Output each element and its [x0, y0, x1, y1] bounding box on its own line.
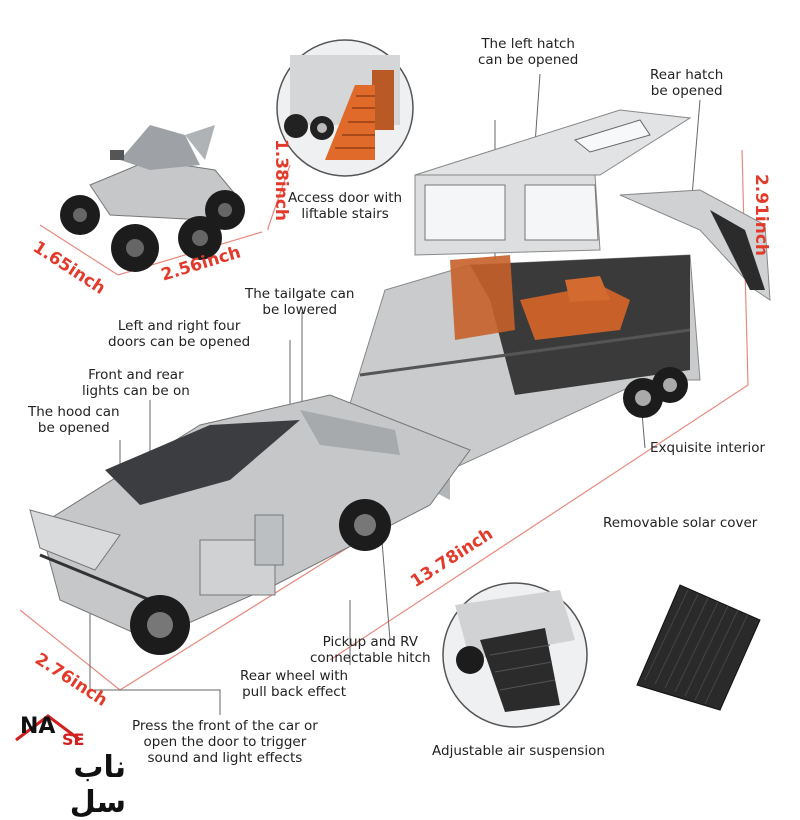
stairs-zoom-circle: [276, 39, 414, 177]
dim-rv-height: 2.91inch: [751, 173, 772, 257]
brand-logo: NA SE ناب سل: [8, 710, 126, 820]
atv-model: [60, 125, 245, 272]
rv-trailer-model: [344, 109, 771, 500]
label-air-suspension: Adjustable air suspension: [432, 743, 605, 759]
house-roof-icon: [15, 714, 81, 742]
suspension-zoom-circle: [442, 582, 588, 728]
product-illustration: [19, 39, 771, 728]
logo-text-na: NA: [20, 714, 56, 739]
logo-text-farsi: ناب سل: [69, 750, 126, 820]
pickup-truck-model: [29, 394, 471, 655]
dim-atv-height: 1.38inch: [271, 138, 292, 222]
solar-cover-model: [636, 584, 761, 711]
logo-text-se: SE: [62, 730, 85, 749]
label-solar-cover: Removable solar cover: [603, 515, 758, 531]
label-interior: Exquisite interior: [650, 440, 766, 456]
